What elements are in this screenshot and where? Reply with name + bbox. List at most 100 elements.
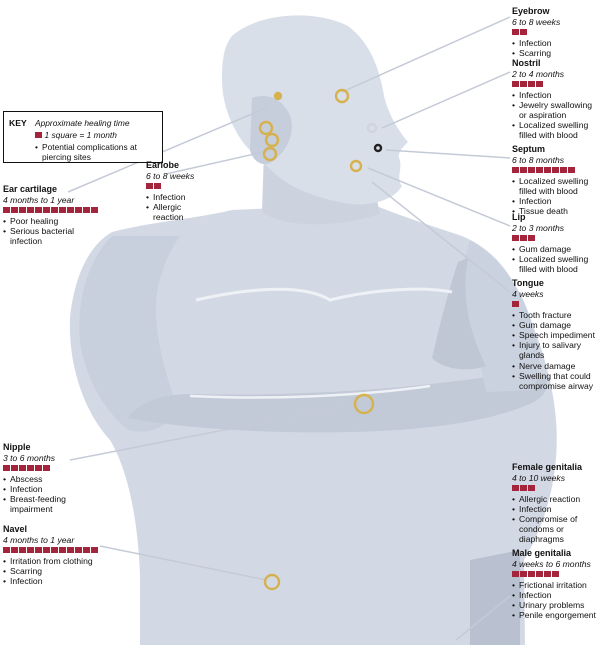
healing-square [43,546,50,553]
complication-item: Allergic reaction [146,202,212,222]
complication-item: Gum damage [512,244,598,254]
complication-list: Irritation from clothingScarringInfectio… [3,556,107,587]
healing-square [146,182,153,189]
complication-item: Infection [512,590,598,600]
complication-list: Frictional irritationInfectionUrinary pr… [512,580,598,621]
site-title: Eyebrow [512,6,550,16]
complication-item: Localized swelling filled with blood [512,176,598,196]
healing-square [19,546,26,553]
healing-square [512,80,519,87]
complication-item: Localized swelling filled with blood [512,120,598,140]
complication-list: Tooth fractureGum damageSpeech impedimen… [512,310,598,392]
healing-square [568,166,575,173]
leader-ear [67,107,267,193]
healing-square [512,484,519,491]
healing-time: 3 to 6 months [3,453,56,463]
leader-nipple [69,403,359,461]
healing-square [11,464,18,471]
complication-item: Infection [3,484,93,494]
site-title: Nipple [3,442,31,452]
leader-tongue [371,181,511,293]
healing-squares [512,80,598,88]
complication-item: Jewelry swallowing or aspiration [512,100,598,120]
leader-navel [99,545,267,581]
complication-item: Nerve damage [512,361,598,371]
leader-eyebrow [341,16,511,93]
healing-square [27,464,34,471]
healing-square [552,166,559,173]
lip-ring [349,159,363,173]
body-figure [69,15,557,645]
site-title: Lip [512,212,526,222]
complication-item: Infection [512,38,598,48]
complication-item: Breast-feeding impairment [3,494,93,514]
septum-ring [373,143,383,153]
site-title: Nostril [512,58,541,68]
arm-fold-line [189,384,431,399]
complication-list: InfectionJewelry swallowing or aspiratio… [512,90,598,141]
healing-square [536,166,543,173]
complication-item: Abscess [3,474,93,484]
key-square-text: 1 square = 1 month [44,130,117,140]
healing-square [544,166,551,173]
key-scale-title: Approximate healing time [35,118,130,128]
healing-time: 4 months to 1 year [3,535,75,545]
healing-square [544,570,551,577]
healing-square [91,206,98,213]
key-square [35,131,42,139]
healing-squares [512,300,598,308]
healing-square [75,206,82,213]
key-square-legend: 1 square = 1 month [35,130,117,140]
healing-square [512,300,519,307]
complication-item: Infection [512,504,598,514]
healing-squares [512,484,598,492]
healing-square [520,28,527,35]
healing-square [67,546,74,553]
complication-list: Gum damageLocalized swelling filled with… [512,244,598,275]
head-shape [222,15,408,205]
healing-time: 4 months to 1 year [3,195,75,205]
site-title: Septum [512,144,546,154]
healing-square [59,206,66,213]
healing-square [154,182,161,189]
leader-male [455,595,511,641]
complication-item: Swelling that could compromise airway [512,371,598,391]
key-complication-legend: Potential complications at piercing site… [35,142,161,162]
eyebrow-ring [334,88,350,104]
healing-square [528,166,535,173]
healing-square [27,206,34,213]
healing-time: 4 weeks [512,289,544,299]
complication-item: Scarring [512,48,598,58]
healing-square [520,166,527,173]
healing-square [520,570,527,577]
abdomen-shadow [470,550,520,645]
chest-line [195,287,453,302]
site-title: Ear cartilage [3,184,58,194]
healing-square [83,546,90,553]
healing-square [35,546,42,553]
healing-time: 4 weeks to 6 months [512,559,591,569]
complication-list: Poor healingSerious bacterial infection [3,216,107,247]
complication-item: Compromise of condoms or diaphragms [512,514,598,545]
complication-item: Irritation from clothing [3,556,107,566]
healing-square [3,206,10,213]
healing-square [51,206,58,213]
healing-square [528,80,535,87]
healing-square [11,546,18,553]
healing-square [552,570,559,577]
hand-shape [432,258,486,370]
site-title: Earlobe [146,160,180,170]
healing-square [19,206,26,213]
healing-square [35,464,42,471]
complication-list: Localized swelling filled with bloodInfe… [512,176,598,217]
ear-ring-2 [264,132,280,148]
healing-square [91,546,98,553]
healing-time: 2 to 3 months [512,223,565,233]
upper-arm-left [79,236,180,432]
complication-item: Localized swelling filled with blood [512,254,598,274]
